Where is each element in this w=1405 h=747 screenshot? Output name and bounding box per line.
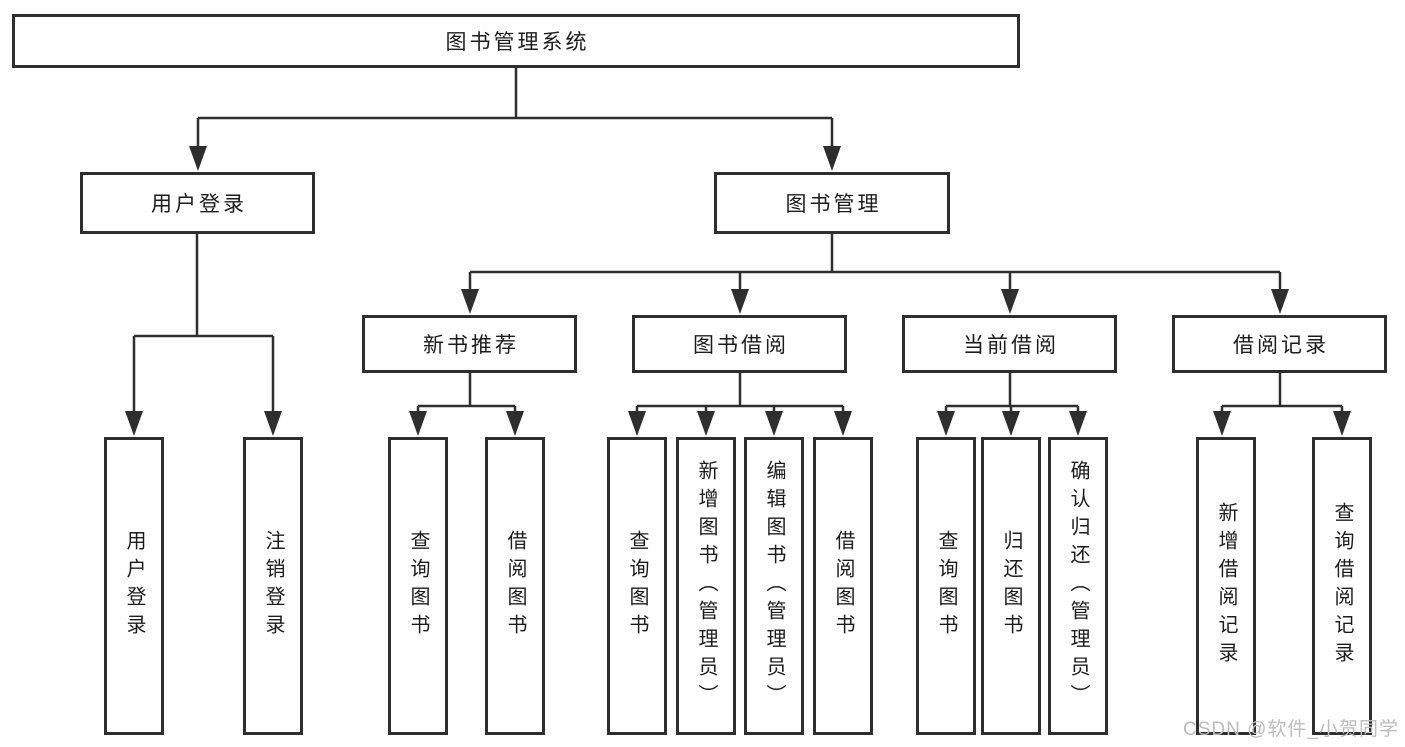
node-user-login-label: 用户登录 xyxy=(151,193,247,216)
node-new-book-recommend-label: 新书推荐 xyxy=(423,334,519,357)
leaf-borrow-books-1-label: 借阅图书 xyxy=(504,530,526,642)
node-book-management-label: 图书管理 xyxy=(785,193,882,216)
node-borrow-records-label: 借阅记录 xyxy=(1233,334,1329,357)
leaf-user-login-label: 用户登录 xyxy=(123,530,145,642)
node-current-borrow-label: 当前借阅 xyxy=(963,334,1059,357)
node-book-borrow-label: 图书借阅 xyxy=(693,334,789,357)
node-book-management: 图书管理 xyxy=(714,172,950,234)
leaf-user-login: 用户登录 xyxy=(104,437,164,735)
leaf-return-books: 归还图书 xyxy=(981,437,1041,735)
leaf-query-borrow-record-label: 查询借阅记录 xyxy=(1331,502,1353,670)
leaf-edit-book-admin: 编辑图书（管理员） xyxy=(744,437,804,735)
leaf-confirm-return-admin: 确认归还（管理员） xyxy=(1048,437,1108,735)
node-user-login: 用户登录 xyxy=(80,172,315,234)
leaf-query-books-2: 查询图书 xyxy=(607,437,667,735)
node-root: 图书管理系统 xyxy=(12,14,1020,68)
leaf-add-book-admin-label: 新增图书（管理员） xyxy=(695,460,717,712)
leaf-query-books-1: 查询图书 xyxy=(388,437,448,735)
leaf-borrow-books-2-label: 借阅图书 xyxy=(832,530,854,642)
leaf-query-books-3: 查询图书 xyxy=(916,437,976,735)
leaf-query-books-1-label: 查询图书 xyxy=(407,530,429,642)
leaf-query-books-2-label: 查询图书 xyxy=(626,530,648,642)
node-book-borrow: 图书借阅 xyxy=(632,315,847,373)
node-current-borrow: 当前借阅 xyxy=(902,315,1117,373)
leaf-return-books-label: 归还图书 xyxy=(1000,530,1022,642)
leaf-logout: 注销登录 xyxy=(243,437,303,735)
leaf-query-borrow-record: 查询借阅记录 xyxy=(1312,437,1372,735)
leaf-add-book-admin: 新增图书（管理员） xyxy=(676,437,736,735)
leaf-query-books-3-label: 查询图书 xyxy=(935,530,957,642)
node-new-book-recommend: 新书推荐 xyxy=(362,315,577,373)
arrowheads xyxy=(125,146,1351,436)
leaf-edit-book-admin-label: 编辑图书（管理员） xyxy=(763,460,785,712)
leaf-logout-label: 注销登录 xyxy=(262,530,284,642)
leaf-borrow-books-2: 借阅图书 xyxy=(813,437,873,735)
leaf-add-borrow-record: 新增借阅记录 xyxy=(1196,437,1256,735)
node-borrow-records: 借阅记录 xyxy=(1172,315,1387,373)
leaf-confirm-return-admin-label: 确认归还（管理员） xyxy=(1067,460,1089,712)
leaf-add-borrow-record-label: 新增借阅记录 xyxy=(1215,502,1237,670)
leaf-borrow-books-1: 借阅图书 xyxy=(485,437,545,735)
node-root-label: 图书管理系统 xyxy=(445,31,590,54)
